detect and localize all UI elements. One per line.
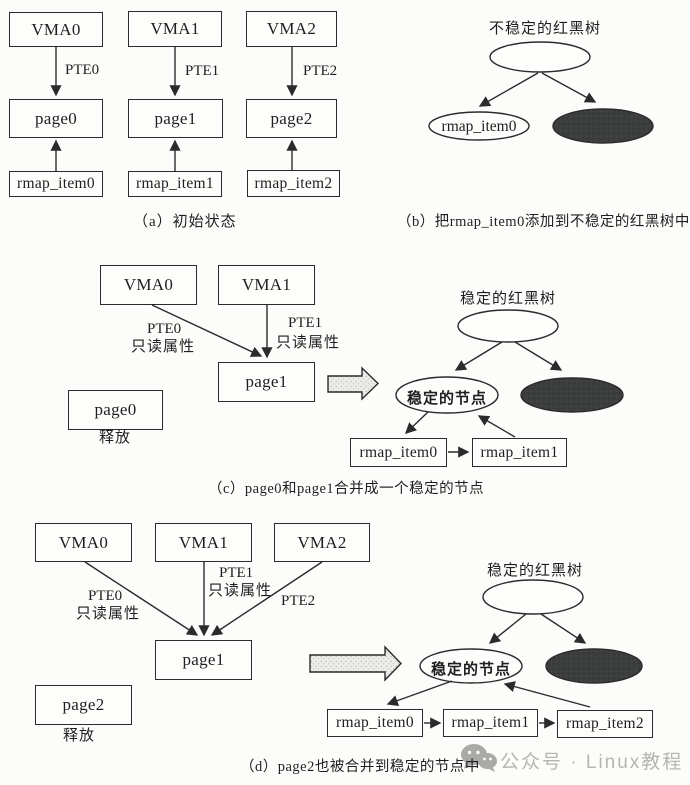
pte0-readonly-label: 只读属性 <box>131 339 196 355</box>
caption-c: （c）page0和page1合并成一个稳定的节点 <box>208 481 485 497</box>
rmap-item0-node-label: rmap_item0 <box>441 118 517 135</box>
rmap-item1-box: rmap_item1 <box>472 438 567 467</box>
rmap-item0-box: rmap_item0 <box>350 438 447 467</box>
panel-a-arrows <box>50 47 298 171</box>
unstable-rbtree-title: 不稳定的红黑树 <box>489 21 602 37</box>
stable-rbtree-title: 稳定的红黑树 <box>460 291 557 307</box>
rmap-item1-box: rmap_item1 <box>128 171 222 197</box>
caption-a: （a）初始状态 <box>133 214 237 230</box>
vma0-box: VMA0 <box>35 523 132 562</box>
caption-b: （b）把rmap_item0添加到不稳定的红黑树中 <box>397 214 690 230</box>
vma2-box: VMA2 <box>246 11 337 47</box>
stable-node-label: 稳定的节点 <box>430 662 511 678</box>
panel-b-tree <box>428 41 654 144</box>
pte1-readonly-label: 只读属性 <box>276 335 341 351</box>
caption-d: （d）page2也被合并到稳定的节点中 <box>240 759 480 775</box>
page2-box: page2 <box>246 99 337 138</box>
vma1-box: VMA1 <box>128 11 222 47</box>
pte0-label: PTE0 <box>88 588 123 604</box>
pte1-readonly-label: 只读属性 <box>208 583 273 599</box>
vma1-box: VMA1 <box>155 523 252 562</box>
vma2-box: VMA2 <box>274 523 370 562</box>
page1-box: page1 <box>155 640 252 680</box>
vma0-box: VMA0 <box>9 12 103 47</box>
page0-box: page0 <box>68 390 163 430</box>
rmap-item0-box: rmap_item0 <box>327 709 423 737</box>
rmap-item1-box: rmap_item1 <box>443 709 538 737</box>
pte2-label: PTE2 <box>281 593 316 609</box>
pte0-label: PTE0 <box>147 321 182 337</box>
rmap-item2-box: rmap_item2 <box>557 710 653 738</box>
wechat-icon <box>461 744 497 772</box>
panel-d-tree <box>386 579 643 729</box>
pte0-label: PTE0 <box>65 62 100 78</box>
pte1-label: PTE1 <box>219 565 254 581</box>
release-label: 释放 <box>63 728 96 744</box>
vma0-box: VMA0 <box>100 265 197 305</box>
panel-d-arrows <box>84 561 323 637</box>
pte1-label: PTE1 <box>288 315 323 331</box>
pte2-label: PTE2 <box>303 63 338 79</box>
black-node <box>545 648 643 684</box>
page1-box: page1 <box>128 99 223 138</box>
page0-box: page0 <box>9 99 103 138</box>
panel-c-tree <box>395 309 624 458</box>
pte0-readonly-label: 只读属性 <box>76 606 141 622</box>
panel-c-arrows <box>151 304 273 359</box>
watermark-label: 公众号 · Linux教程 <box>500 752 684 773</box>
pte1-label: PTE1 <box>185 63 220 79</box>
stable-node-label: 稳定的节点 <box>406 391 487 407</box>
page2-box: page2 <box>35 685 132 725</box>
black-node <box>520 377 624 413</box>
vma1-box: VMA1 <box>218 265 315 305</box>
page1-box: page1 <box>218 362 315 402</box>
rmap-item0-box: rmap_item0 <box>9 171 103 197</box>
stable-rbtree-title: 稳定的红黑树 <box>487 563 584 579</box>
merge-block-arrow-icon <box>309 645 402 682</box>
black-node <box>552 108 654 144</box>
rmap-item2-box: rmap_item2 <box>247 170 340 197</box>
merge-block-arrow-icon <box>327 366 380 401</box>
release-label: 释放 <box>99 430 132 446</box>
